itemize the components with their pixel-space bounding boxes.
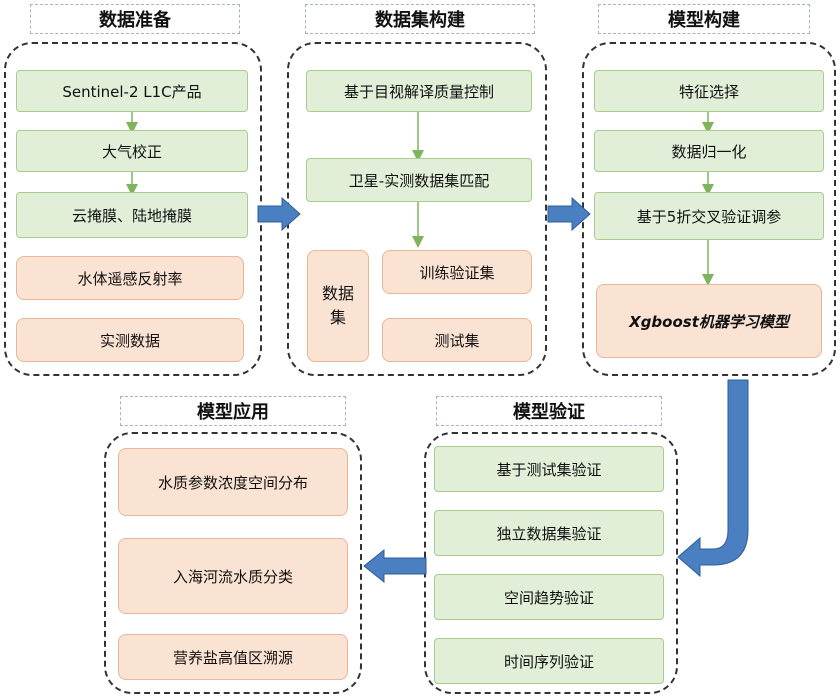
node-dataset-label: 数据集 [307, 250, 369, 362]
title-model-apply: 模型应用 [120, 396, 346, 426]
title-dataset: 数据集构建 [305, 4, 535, 34]
dataset-label-text: 数据集 [322, 284, 355, 327]
node-nutrient-tracing: 营养盐高值区溯源 [118, 634, 348, 680]
panel-model-apply [104, 432, 362, 694]
node-water-reflectance: 水体遥感反射率 [16, 256, 244, 300]
node-feature-selection: 特征选择 [594, 70, 824, 112]
arrow-validate-to-apply [363, 548, 427, 584]
node-test-set: 测试集 [382, 318, 532, 362]
title-model-build: 模型构建 [598, 4, 810, 34]
node-field-data: 实测数据 [16, 318, 244, 362]
arrow-build-to-validate [677, 379, 749, 578]
node-cloud-land-mask: 云掩膜、陆地掩膜 [16, 192, 248, 238]
node-spatial-distribution: 水质参数浓度空间分布 [118, 448, 348, 516]
title-data-prep: 数据准备 [30, 4, 240, 34]
title-model-validate: 模型验证 [436, 396, 662, 426]
node-xgboost-model: Xgboost机器学习模型 [596, 284, 822, 358]
node-atmospheric-correction: 大气校正 [16, 130, 248, 172]
node-sentinel2-l1c: Sentinel-2 L1C产品 [16, 70, 248, 112]
node-river-classification: 入海河流水质分类 [118, 538, 348, 614]
node-5fold-cv-tuning: 基于5折交叉验证调参 [594, 192, 824, 240]
node-spatial-trend-validation: 空间趋势验证 [434, 574, 664, 620]
node-visual-qc: 基于目视解译质量控制 [306, 70, 532, 112]
node-satellite-field-match: 卫星-实测数据集匹配 [306, 158, 532, 202]
node-train-val-set: 训练验证集 [382, 250, 532, 294]
node-normalization: 数据归一化 [594, 130, 824, 172]
node-independent-validation: 独立数据集验证 [434, 510, 664, 556]
node-time-series-validation: 时间序列验证 [434, 638, 664, 684]
node-test-set-validation: 基于测试集验证 [434, 446, 664, 492]
